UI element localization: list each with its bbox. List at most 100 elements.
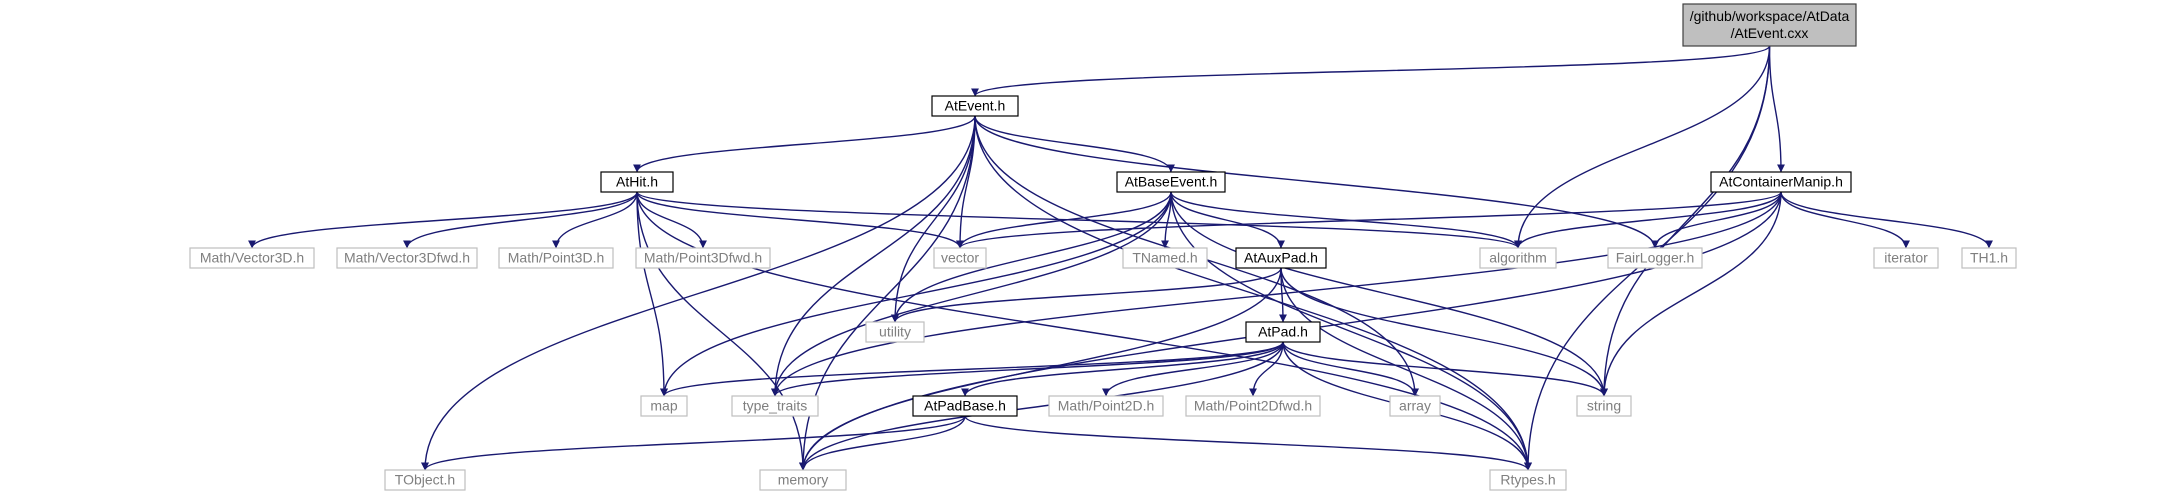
edge-root-to-string <box>1600 45 1771 397</box>
edge-atpad-to-mathpoint2d <box>1102 341 1284 397</box>
node-iterator: iterator <box>1873 247 1939 269</box>
node-box-mathpoint2dfwd <box>1185 395 1321 417</box>
edge-atpadbase-to-tobject <box>421 415 966 471</box>
node-label-tobject: TObject.h <box>395 472 455 488</box>
edge-atbaseevent-to-ataux <box>1170 191 1285 249</box>
node-box-typetraits <box>731 395 819 417</box>
edge-atpad-to-mathpoint2dfwd <box>1249 341 1284 397</box>
edge-athit-to-mathpoint3d <box>552 191 638 249</box>
node-mathvector3d: Math/Vector3D.h <box>189 247 315 269</box>
node-label-utility: utility <box>879 324 911 340</box>
node-array: array <box>1389 395 1441 417</box>
node-label-ataux: AtAuxPad.h <box>1244 250 1318 266</box>
edge-atevent-to-typetraits <box>771 115 976 397</box>
edge-atbaseevent-to-utility <box>891 191 1172 323</box>
edge-athit-to-mathvector3dfwd <box>403 191 638 249</box>
edge-atcontainermanip-to-vector <box>956 191 1782 249</box>
node-ataux[interactable]: AtAuxPad.h <box>1235 247 1327 269</box>
node-box-atpadbase <box>912 395 1018 417</box>
node-tnamed: TNamed.h <box>1122 247 1208 269</box>
node-box-vector <box>933 247 987 269</box>
edge-atbaseevent-to-algorithm <box>1170 191 1522 249</box>
node-mathpoint3dfwd: Math/Point3Dfwd.h <box>635 247 771 269</box>
node-box-utility <box>865 321 925 343</box>
node-box-atpad <box>1245 321 1321 343</box>
node-box-memory <box>759 469 847 491</box>
node-label-mathpoint3d: Math/Point3D.h <box>508 250 605 266</box>
node-box-tobject <box>384 469 466 491</box>
node-atevent[interactable]: AtEvent.h <box>931 95 1019 117</box>
node-label-root: /AtEvent.cxx <box>1731 25 1809 41</box>
node-map: map <box>640 395 688 417</box>
node-th1: TH1.h <box>1961 247 2017 269</box>
node-label-root: /github/workspace/AtData <box>1690 8 1850 24</box>
edge-atbaseevent-to-typetraits <box>771 191 1172 397</box>
node-box-athit <box>600 171 674 193</box>
node-root[interactable]: /github/workspace/AtData/AtEvent.cxx <box>1682 3 1857 47</box>
edge-atcontainermanip-to-typetraits <box>771 191 1782 397</box>
edge-atpad-to-map <box>660 341 1284 397</box>
node-atpad[interactable]: AtPad.h <box>1245 321 1321 343</box>
node-box-mathpoint3d <box>498 247 614 269</box>
edge-atpadbase-to-rtypes <box>964 415 1532 471</box>
edge-atpad-to-array <box>1282 341 1419 397</box>
node-label-mathvector3dfwd: Math/Vector3Dfwd.h <box>344 250 470 266</box>
edge-atbaseevent-to-string <box>1170 191 1608 397</box>
node-label-fairlogger: FairLogger.h <box>1616 250 1695 266</box>
node-box-atcontainermanip <box>1710 171 1852 193</box>
edge-atcontainermanip-to-string <box>1600 191 1782 397</box>
edge-atbaseevent-to-map <box>660 191 1172 397</box>
node-label-string: string <box>1587 398 1621 414</box>
edge-athit-to-memory <box>636 191 807 471</box>
edge-atevent-to-utility <box>891 115 976 323</box>
node-box-string <box>1576 395 1632 417</box>
edge-ataux-to-string <box>1280 267 1608 397</box>
node-label-memory: memory <box>778 472 829 488</box>
node-box-th1 <box>1961 247 2017 269</box>
edge-atpad-to-atpadbase <box>961 341 1284 397</box>
edge-atbaseevent-to-rtypes <box>1170 191 1532 471</box>
node-athit[interactable]: AtHit.h <box>600 171 674 193</box>
node-mathvector3dfwd: Math/Vector3Dfwd.h <box>336 247 478 269</box>
node-rtypes: Rtypes.h <box>1489 469 1567 491</box>
edge-atbaseevent-to-vector <box>956 191 1172 249</box>
node-box-root <box>1682 3 1857 47</box>
node-mathpoint3d: Math/Point3D.h <box>498 247 614 269</box>
node-atbaseevent[interactable]: AtBaseEvent.h <box>1116 171 1226 193</box>
edge-root-to-algorithm <box>1514 45 1771 249</box>
edge-athit-to-rtypes <box>636 191 1532 471</box>
node-vector: vector <box>933 247 987 269</box>
node-label-atcontainermanip: AtContainerManip.h <box>1719 174 1843 190</box>
edge-athit-to-map <box>636 191 668 397</box>
edge-atcontainermanip-to-algorithm <box>1514 191 1782 249</box>
node-label-atpad: AtPad.h <box>1258 324 1308 340</box>
edge-atcontainermanip-to-th1 <box>1780 191 1993 249</box>
node-mathpoint2dfwd: Math/Point2Dfwd.h <box>1185 395 1321 417</box>
node-label-th1: TH1.h <box>1970 250 2008 266</box>
node-utility: utility <box>865 321 925 343</box>
node-typetraits: type_traits <box>731 395 819 417</box>
node-label-map: map <box>650 398 677 414</box>
node-label-atbaseevent: AtBaseEvent.h <box>1125 174 1218 190</box>
node-atpadbase[interactable]: AtPadBase.h <box>912 395 1018 417</box>
edge-atevent-to-athit <box>633 115 976 173</box>
node-layer: /github/workspace/AtData/AtEvent.cxxAtEv… <box>189 3 2017 491</box>
node-memory: memory <box>759 469 847 491</box>
node-box-mathvector3d <box>189 247 315 269</box>
node-label-mathpoint2d: Math/Point2D.h <box>1058 398 1155 414</box>
node-algorithm: algorithm <box>1479 247 1557 269</box>
node-box-iterator <box>1873 247 1939 269</box>
node-tobject: TObject.h <box>384 469 466 491</box>
node-label-rtypes: Rtypes.h <box>1500 472 1555 488</box>
edge-atpad-to-memory <box>799 341 1284 471</box>
edge-atcontainermanip-to-fairlogger <box>1651 191 1782 249</box>
node-box-mathvector3dfwd <box>336 247 478 269</box>
node-box-map <box>640 395 688 417</box>
node-box-ataux <box>1235 247 1327 269</box>
node-label-mathpoint2dfwd: Math/Point2Dfwd.h <box>1194 398 1312 414</box>
node-label-athit: AtHit.h <box>616 174 658 190</box>
node-atcontainermanip[interactable]: AtContainerManip.h <box>1710 171 1852 193</box>
node-box-mathpoint2d <box>1048 395 1164 417</box>
edge-athit-to-vector <box>636 191 964 249</box>
edge-atevent-to-atbaseevent <box>974 115 1175 173</box>
